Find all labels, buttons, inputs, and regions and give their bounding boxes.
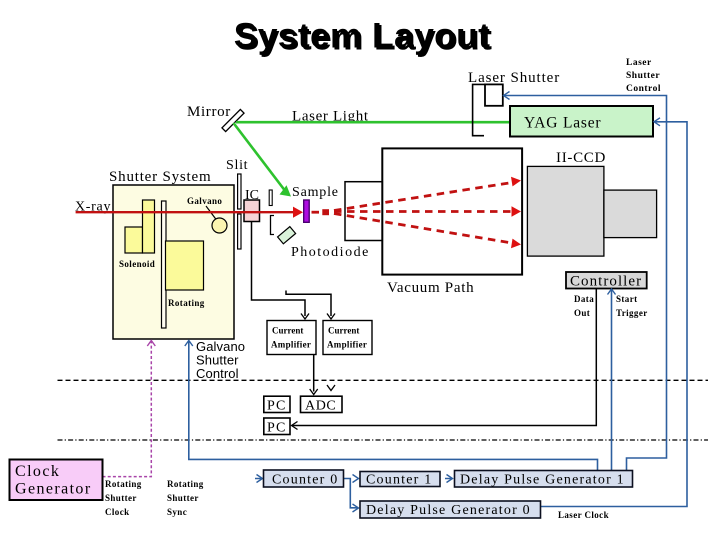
svg-text:Counter 0: Counter 0 [272, 473, 338, 488]
svg-text:Shutter: Shutter [105, 493, 137, 503]
svg-text:Rotating: Rotating [167, 479, 204, 489]
svg-text:Rotating: Rotating [168, 298, 205, 308]
svg-text:Solenoid: Solenoid [119, 259, 155, 269]
svg-text:X-ray: X-ray [75, 200, 111, 215]
svg-text:Rotating: Rotating [105, 479, 142, 489]
svg-text:Start: Start [616, 294, 638, 304]
svg-text:Current: Current [272, 326, 303, 336]
svg-text:Delay Pulse Generator 1: Delay Pulse Generator 1 [460, 473, 625, 488]
svg-text:Sync: Sync [167, 507, 187, 517]
svg-text:Counter 1: Counter 1 [366, 473, 432, 488]
svg-text:Shutter: Shutter [626, 71, 660, 81]
svg-text:Current: Current [328, 326, 359, 336]
svg-text:Shutter System: Shutter System [109, 169, 211, 185]
svg-text:Control: Control [196, 366, 239, 381]
svg-text:Data: Data [574, 294, 594, 304]
svg-text:Sample: Sample [292, 185, 339, 200]
svg-text:Mirror: Mirror [187, 104, 231, 120]
svg-text:Clock: Clock [105, 507, 130, 517]
svg-text:Slit: Slit [226, 158, 248, 173]
svg-text:YAG Laser: YAG Laser [524, 115, 601, 132]
svg-text:System Layout: System Layout [234, 16, 490, 56]
svg-text:Laser Light: Laser Light [292, 109, 369, 125]
svg-text:System Layout: System Layout [236, 18, 492, 58]
svg-text:Shutter: Shutter [167, 493, 199, 503]
svg-text:Control: Control [626, 84, 661, 94]
svg-text:Laser Shutter: Laser Shutter [468, 70, 560, 86]
svg-text:Generator: Generator [15, 481, 92, 498]
svg-text:Laser Clock: Laser Clock [558, 510, 609, 520]
svg-text:Photodiode: Photodiode [291, 245, 370, 260]
svg-text:Laser: Laser [626, 58, 652, 68]
svg-text:Galvano: Galvano [196, 339, 245, 354]
svg-text:Controller: Controller [570, 274, 642, 290]
svg-text:Amplifier: Amplifier [327, 340, 367, 350]
svg-text:Shutter: Shutter [196, 353, 239, 368]
svg-text:ADC: ADC [305, 399, 336, 414]
svg-text:Delay Pulse Generator 0: Delay Pulse Generator 0 [366, 503, 531, 518]
svg-text:II-CCD: II-CCD [556, 150, 606, 166]
svg-text:PC: PC [267, 399, 287, 414]
svg-text:Trigger: Trigger [616, 308, 648, 318]
svg-text:Galvano: Galvano [187, 196, 222, 206]
svg-text:Out: Out [574, 308, 590, 318]
svg-text:PC: PC [267, 421, 287, 436]
svg-text:Vacuum Path: Vacuum Path [387, 280, 474, 296]
svg-text:Clock: Clock [15, 463, 60, 480]
svg-text:Amplifier: Amplifier [271, 340, 311, 350]
